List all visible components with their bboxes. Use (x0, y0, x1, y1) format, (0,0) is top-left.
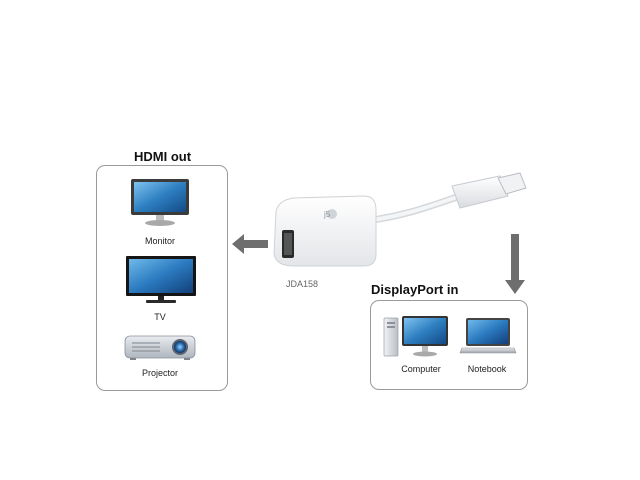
adapter-model-label: JDA158 (286, 279, 319, 289)
device-label-computer: Computer (401, 364, 441, 374)
tv-icon (126, 256, 196, 303)
device-label-tv: TV (154, 312, 166, 322)
laptop-icon (459, 318, 517, 354)
projector-icon (124, 335, 196, 360)
desktop-computer-icon (383, 316, 448, 357)
device-label-notebook: Notebook (467, 364, 507, 374)
hdmi-out-title: HDMI out (134, 149, 192, 164)
adapter-brand-mark: j5 (323, 210, 331, 219)
monitor-icon (131, 179, 189, 226)
device-label-projector: Projector (141, 368, 178, 378)
displayport-in-title: DisplayPort in (371, 282, 459, 297)
device-label-monitor: Monitor (144, 236, 175, 246)
arrow-left-icon (232, 234, 268, 254)
arrow-down-icon (505, 234, 525, 294)
adapter-illustration: j5 (273, 172, 527, 267)
